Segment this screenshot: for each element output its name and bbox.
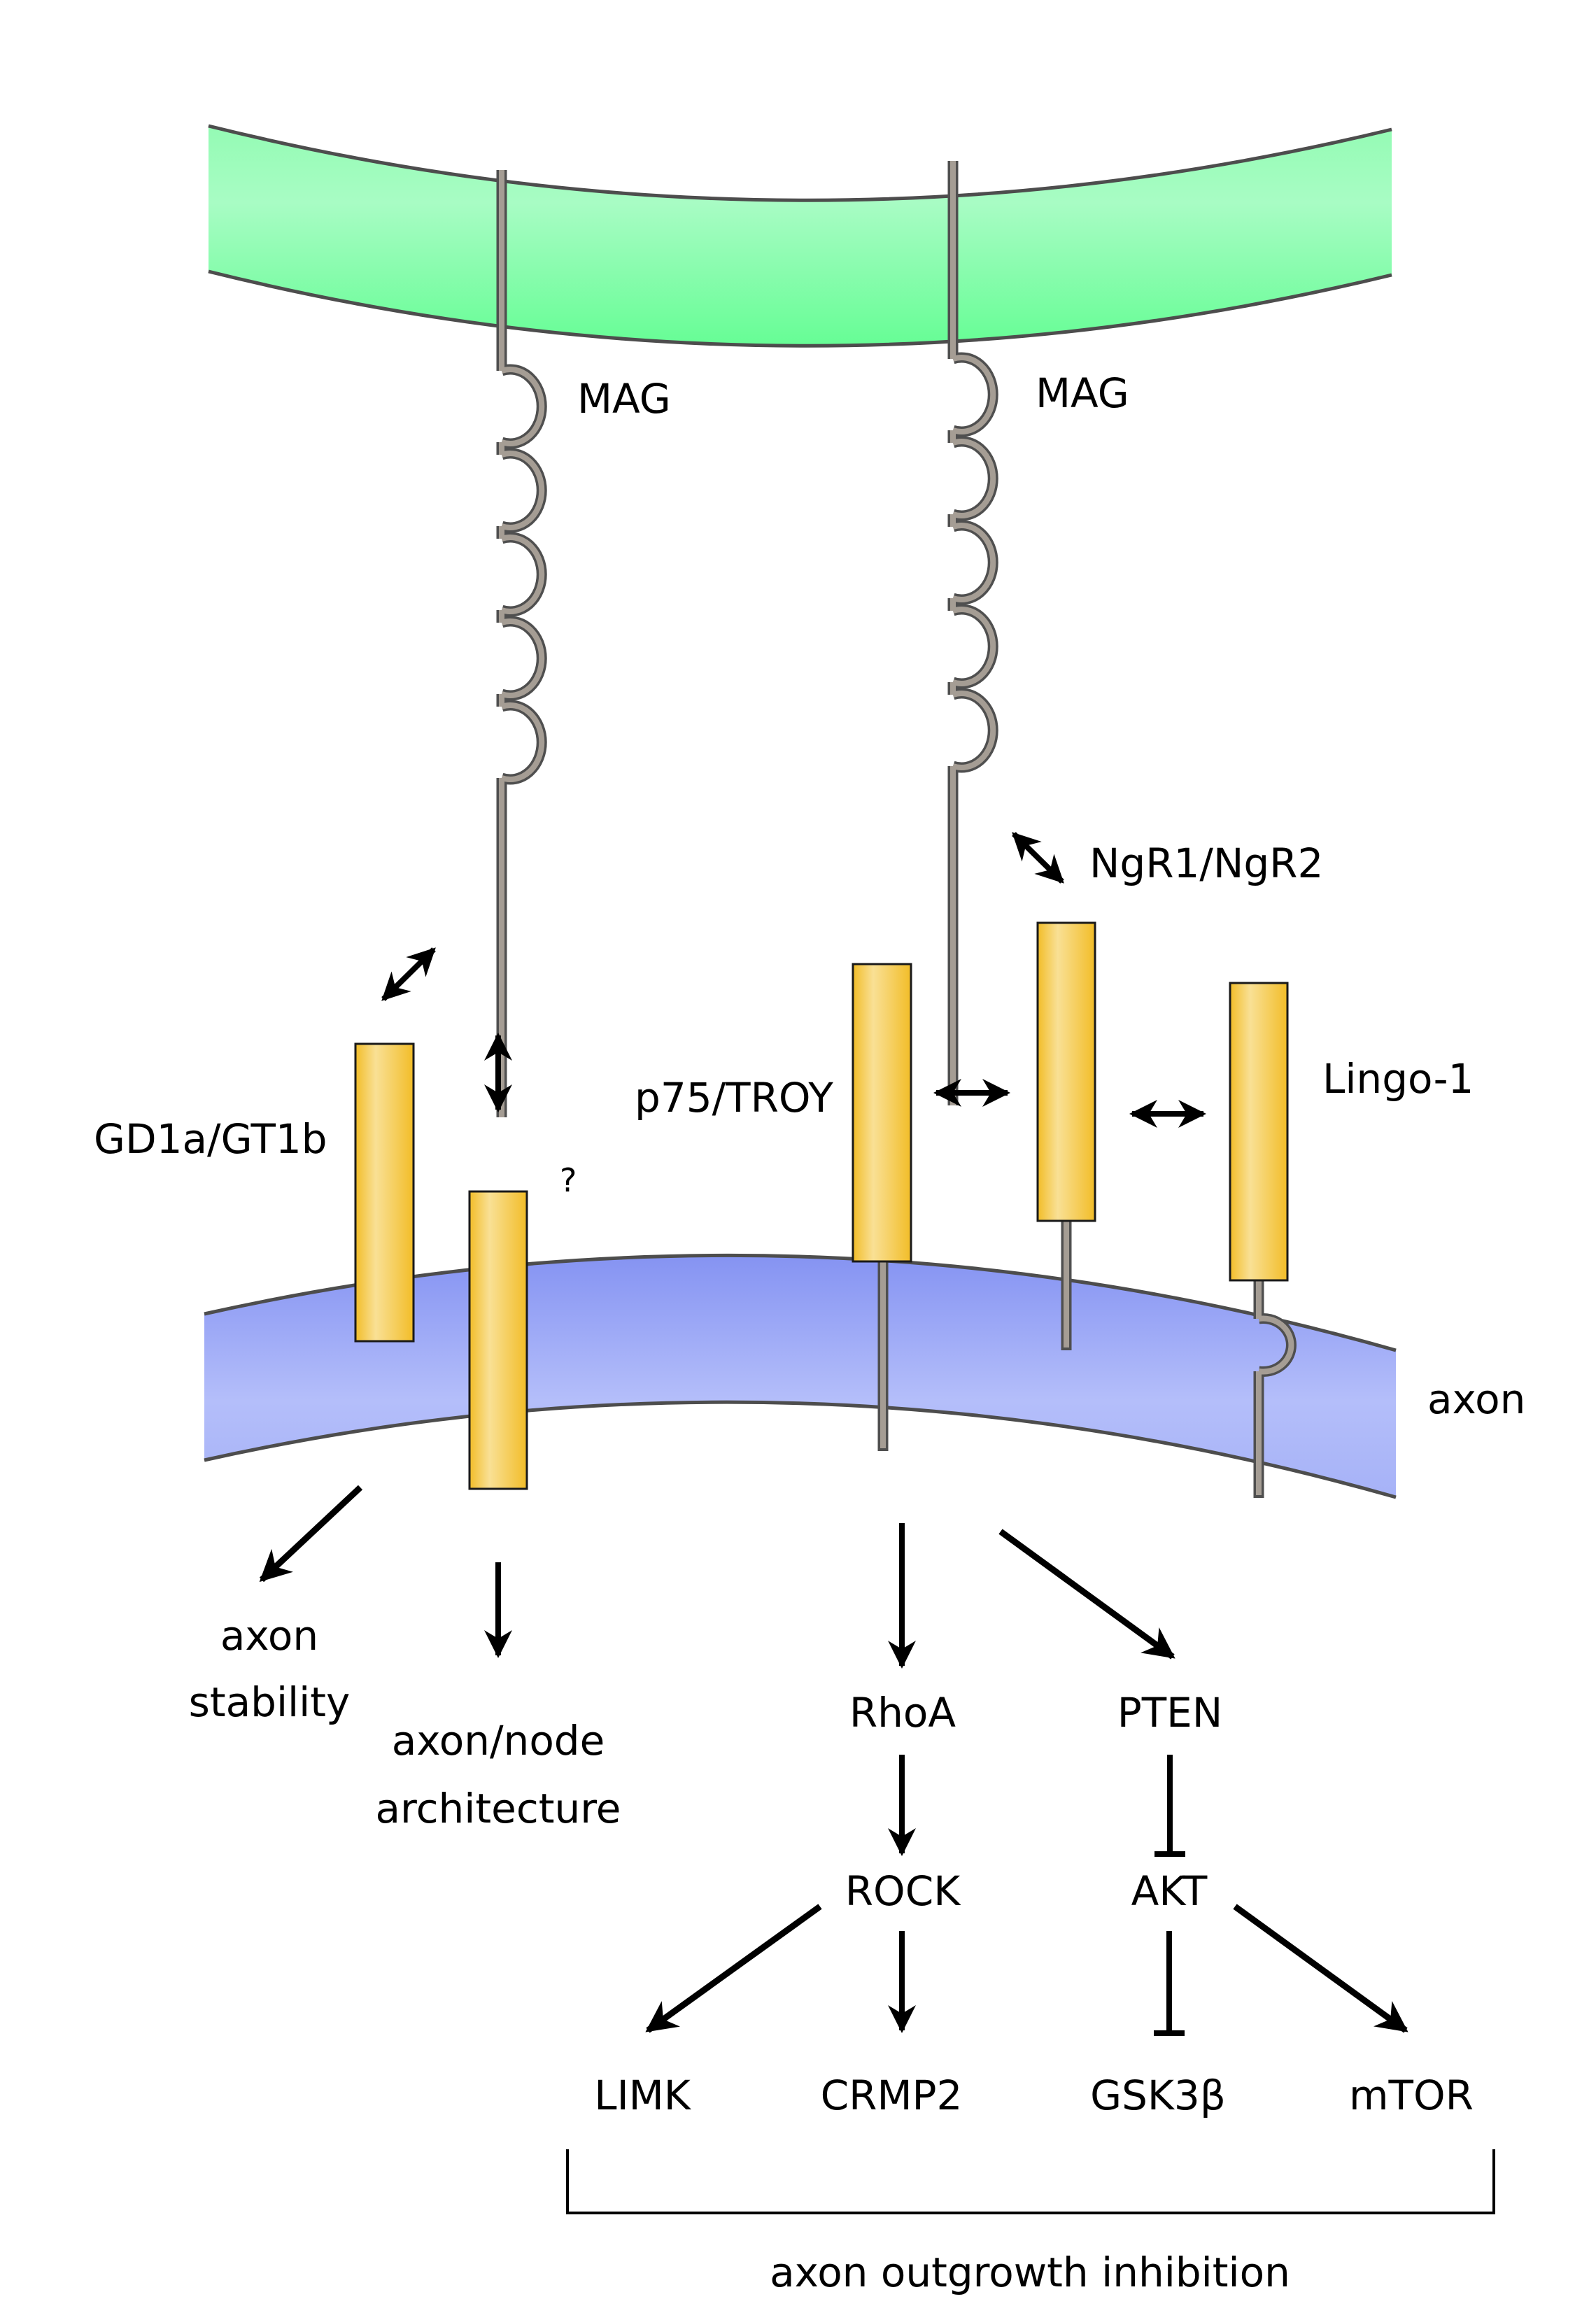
mag-label-right: MAG	[1036, 369, 1129, 417]
mtor-label: mTOR	[1349, 2072, 1474, 2119]
limk-label: LIMK	[594, 2072, 691, 2119]
mag-ig-domain-chain	[499, 170, 545, 1117]
myelin-membrane	[208, 124, 1392, 348]
axon-stability-label-line2: stability	[189, 1678, 351, 1726]
axon-outgrowth-inhibition-label: axon outgrowth inhibition	[770, 2249, 1290, 2296]
node-architecture-label-line1: axon/node	[392, 1717, 605, 1764]
rock-to-limk-arrow	[645, 1904, 822, 2033]
gd1a-gt1b-label: GD1a/GT1b	[94, 1115, 327, 1163]
mag-ig-domain-chain	[950, 161, 996, 1105]
mag-ngr-interaction-arrow	[1012, 832, 1064, 884]
downstream-effectors-bracket	[566, 2149, 1495, 2214]
pten-label: PTEN	[1117, 1689, 1222, 1736]
rock-label: ROCK	[845, 1867, 961, 1915]
mag-gd1a-interaction-arrow	[381, 947, 436, 1001]
crmp2-label: CRMP2	[821, 2072, 963, 2119]
lingo-1-receptor	[1229, 982, 1289, 1282]
axon-stability-label-line1: axon	[220, 1612, 318, 1660]
unknown-receptor	[468, 1190, 528, 1490]
akt-label: AKT	[1131, 1867, 1208, 1915]
mag-protein-left	[496, 170, 547, 1117]
lingo-transmembrane-stalk	[1253, 1279, 1297, 1498]
axon-label: axon	[1427, 1375, 1525, 1423]
p75-troy-receptor	[852, 963, 912, 1263]
gsk3b-label: GSK3β	[1090, 2072, 1226, 2119]
akt-inhibits-gsk3b	[1154, 1931, 1185, 2036]
mag-label-left: MAG	[577, 375, 671, 423]
ngr-receptor	[1036, 921, 1096, 1222]
to-pten-arrow	[998, 1529, 1175, 1660]
gd1a-gt1b-receptor	[354, 1042, 415, 1343]
unknown-receptor-label: ?	[560, 1161, 577, 1199]
mag-protein-right	[947, 161, 998, 1105]
rhoa-label: RhoA	[849, 1689, 956, 1736]
ngr-label: NgR1/NgR2	[1089, 840, 1323, 887]
p75-troy-label: p75/TROY	[635, 1074, 833, 1122]
akt-to-mtor-arrow	[1233, 1904, 1408, 2033]
pten-inhibits-akt	[1154, 1755, 1185, 1857]
lingo-1-label: Lingo-1	[1322, 1055, 1474, 1103]
node-architecture-label-line2: architecture	[376, 1785, 621, 1832]
to-axon-stability-arrow	[259, 1485, 363, 1583]
